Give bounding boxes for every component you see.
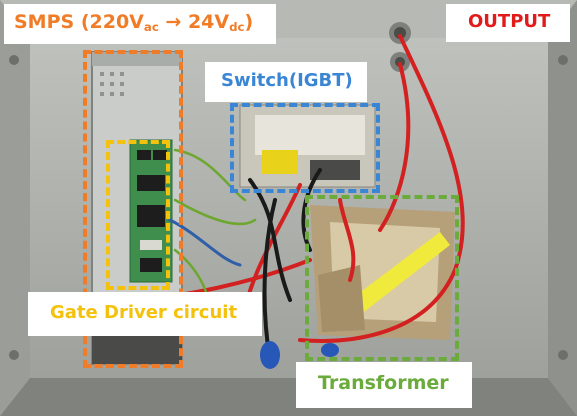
gate-driver-label: Gate Driver circuit <box>28 292 262 336</box>
smps-label-mid: → 24V <box>158 11 230 33</box>
transformer-highlight-box <box>305 195 459 361</box>
gate-driver-highlight-box <box>106 140 170 290</box>
smps-label: SMPS (220Vac → 24Vdc) <box>4 4 276 44</box>
transformer-label: Transformer <box>296 362 472 408</box>
smps-label-suffix: ) <box>244 11 254 33</box>
smps-highlight-box <box>83 50 183 368</box>
smps-label-sub-ac: ac <box>143 19 159 34</box>
smps-label-sub-dc: dc <box>229 19 245 34</box>
switch-label: Switch(IGBT) <box>205 62 367 102</box>
output-label: OUTPUT <box>446 4 570 42</box>
switch-highlight-box <box>230 103 380 193</box>
smps-label-prefix: SMPS (220V <box>14 11 144 33</box>
